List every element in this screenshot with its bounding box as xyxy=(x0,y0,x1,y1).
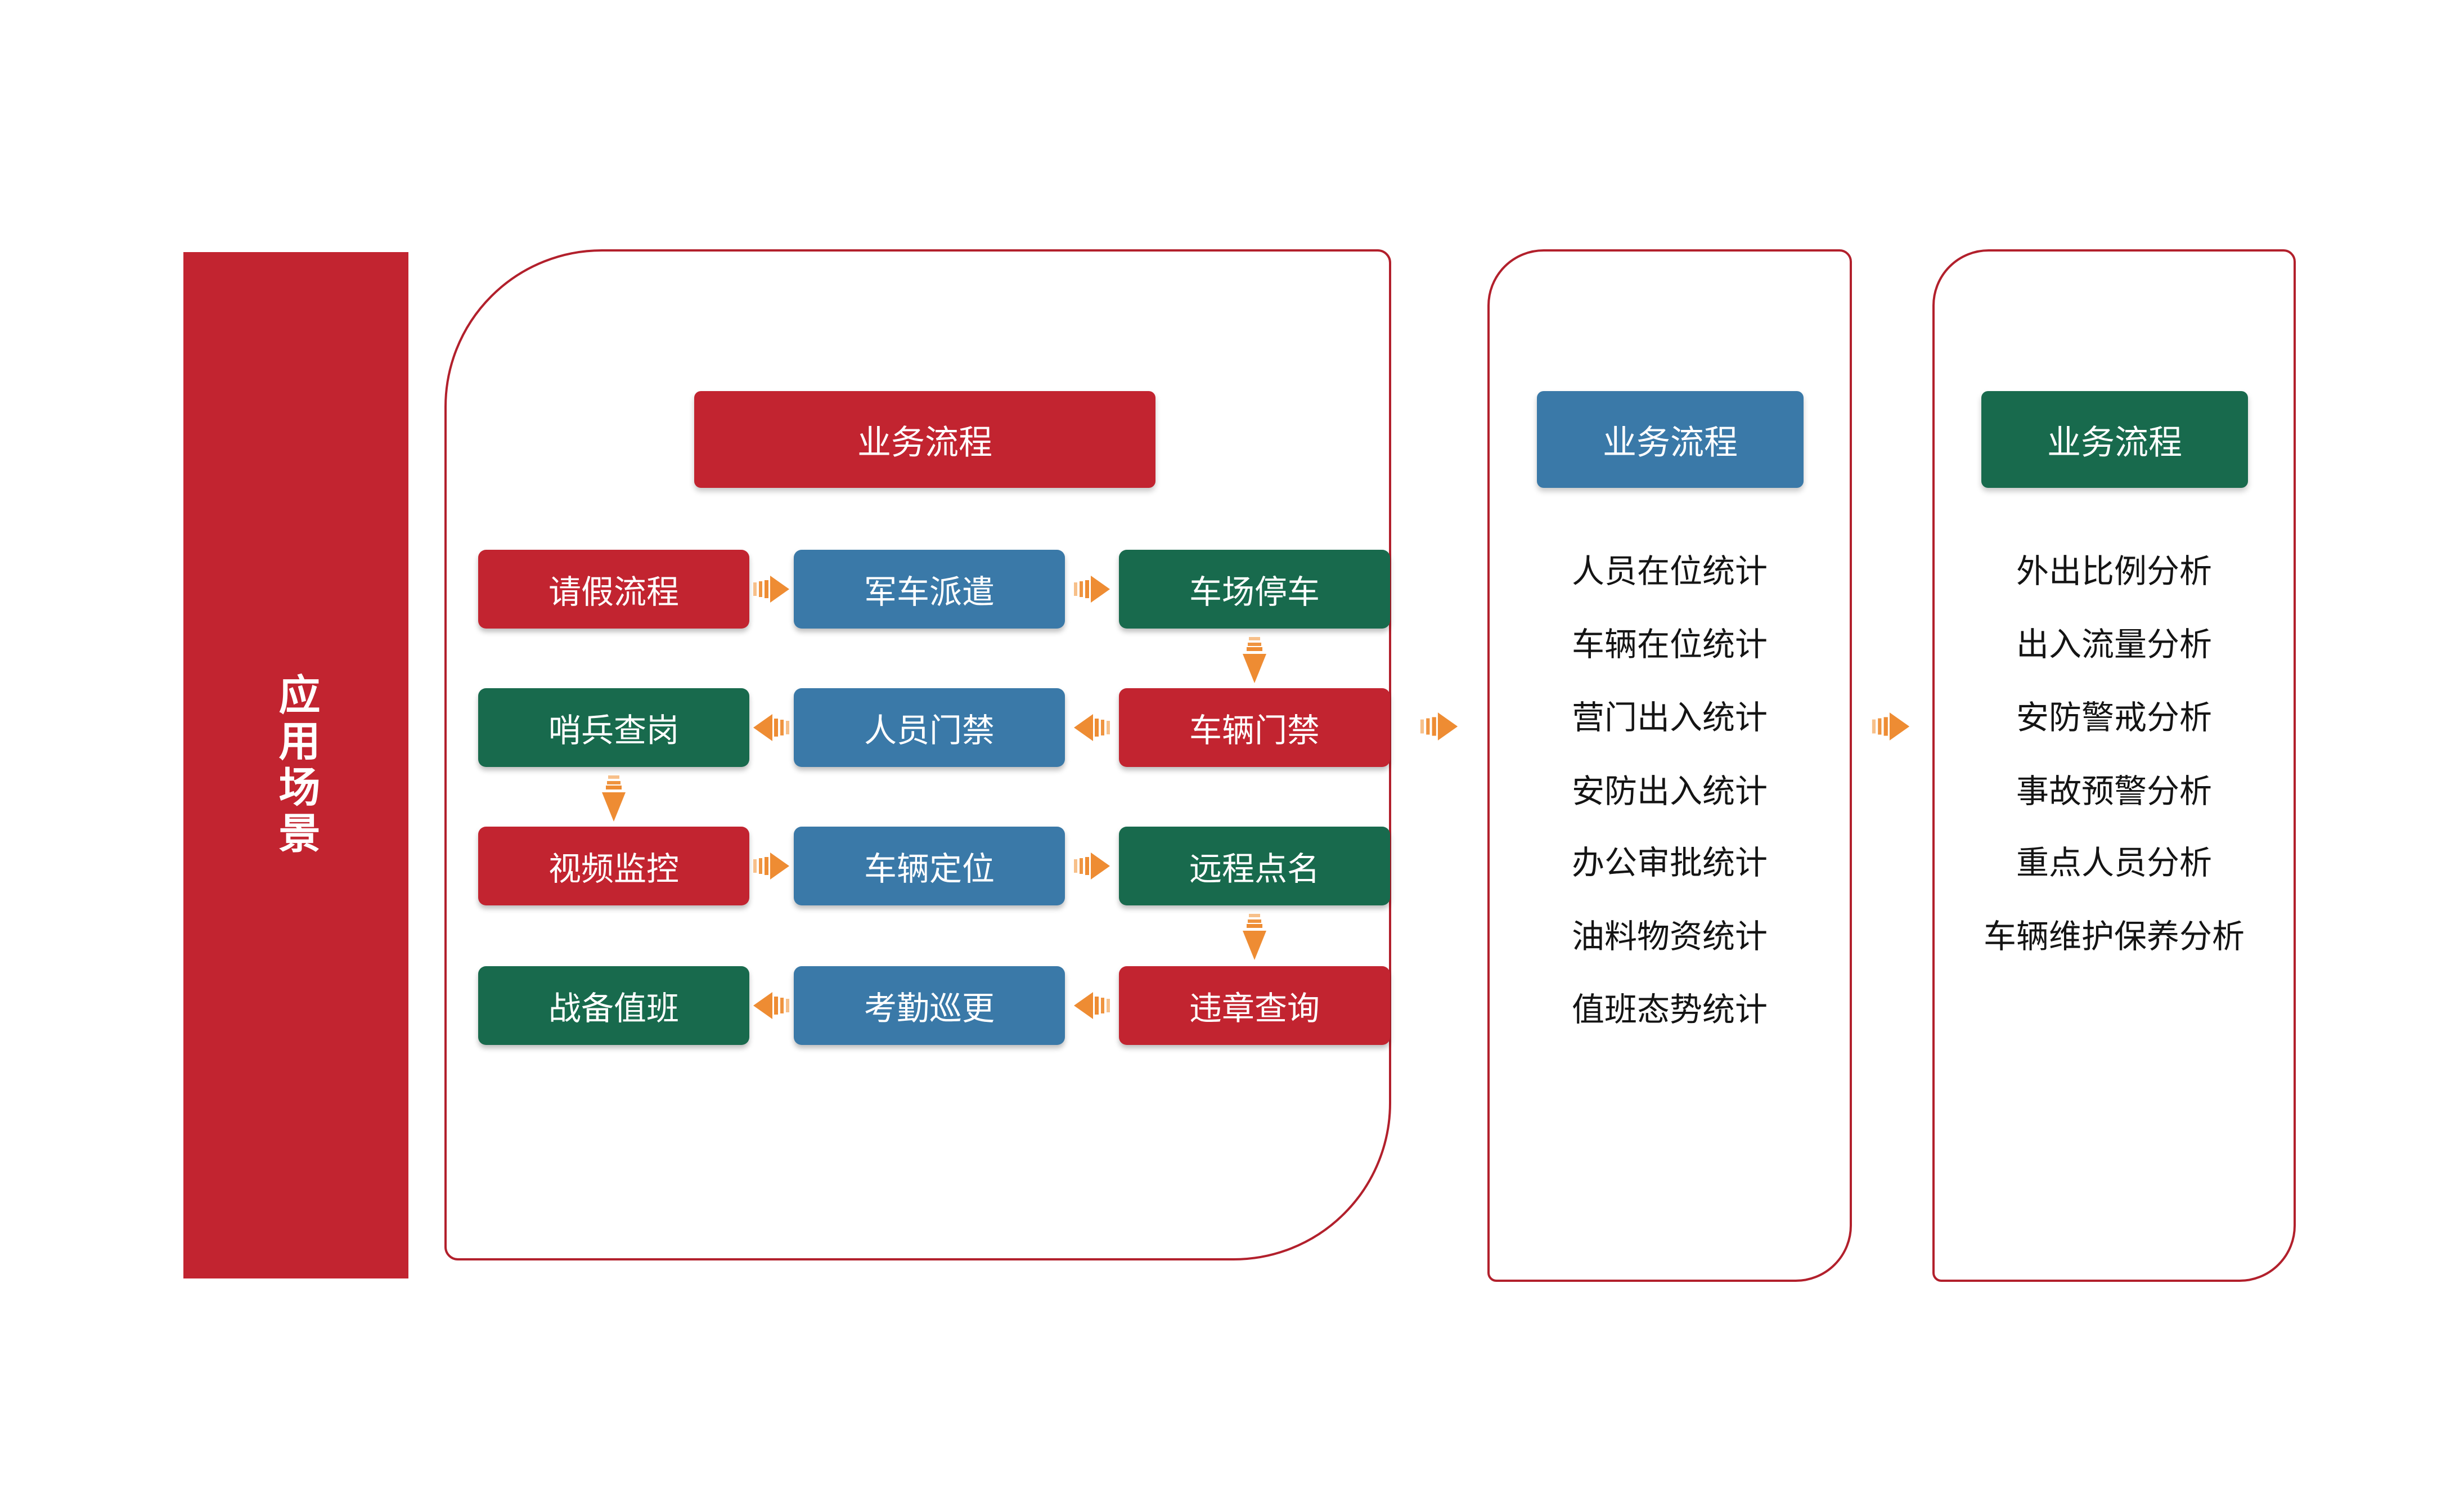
statistics-panel: 业务流程 人员在位统计 车辆在位统计 营门出入统计 安防出入统计 办公审批统计 … xyxy=(1487,249,1852,1282)
flow-box-sentry-check: 哨兵查岗 xyxy=(478,688,749,767)
flow-box-combat-duty: 战备值班 xyxy=(478,966,749,1045)
arrow-down-icon xyxy=(1241,913,1268,962)
analysis-panel-header: 业务流程 xyxy=(1981,391,2248,488)
list-item: 出入流量分析 xyxy=(2016,626,2212,663)
main-panel-header: 业务流程 xyxy=(694,391,1155,488)
flow-box-vehicle-locating: 车辆定位 xyxy=(794,827,1065,905)
business-flow-panel: 业务流程 请假流程 军车派遣 车场停车 哨兵查岗 人员门禁 车辆门禁 视频监控 … xyxy=(444,249,1391,1260)
arrow-left-icon xyxy=(753,712,789,743)
list-item: 办公审批统计 xyxy=(1571,845,1768,881)
list-item: 外出比例分析 xyxy=(2016,553,2212,590)
list-item: 重点人员分析 xyxy=(2016,845,2212,881)
list-item: 安防警戒分析 xyxy=(2016,699,2212,736)
list-item: 营门出入统计 xyxy=(1571,699,1768,736)
arrow-right-icon xyxy=(1074,573,1110,605)
flow-box-military-dispatch: 军车派遣 xyxy=(794,550,1065,629)
list-item: 安防出入统计 xyxy=(1571,773,1768,810)
statistics-panel-header: 业务流程 xyxy=(1537,391,1804,488)
arrow-down-icon xyxy=(600,775,627,823)
list-item: 人员在位统计 xyxy=(1571,553,1768,590)
flow-box-video-monitor: 视频监控 xyxy=(478,827,749,905)
arrow-down-icon xyxy=(1241,636,1268,685)
flow-box-remote-rollcall: 远程点名 xyxy=(1119,827,1390,905)
flow-box-leave-process: 请假流程 xyxy=(478,550,749,629)
arrow-right-icon xyxy=(753,573,789,605)
flow-box-parking: 车场停车 xyxy=(1119,550,1390,629)
panel-connector-arrow-icon xyxy=(1415,710,1463,743)
arrow-left-icon xyxy=(753,990,789,1021)
list-item: 油料物资统计 xyxy=(1571,918,1768,955)
flow-box-vehicle-access: 车辆门禁 xyxy=(1119,688,1390,767)
flow-box-violation-query: 违章查询 xyxy=(1119,966,1390,1045)
arrow-left-icon xyxy=(1074,990,1110,1021)
arrow-left-icon xyxy=(1074,712,1110,743)
sidebar-title: 应用场景 xyxy=(273,673,320,858)
list-item: 值班态势统计 xyxy=(1571,991,1768,1028)
list-item: 车辆维护保养分析 xyxy=(1983,918,2245,955)
flow-box-attendance-patrol: 考勤巡更 xyxy=(794,966,1065,1045)
application-scenarios-bar: 应用场景 xyxy=(183,252,408,1278)
analysis-panel: 业务流程 外出比例分析 出入流量分析 安防警戒分析 事故预警分析 重点人员分析 … xyxy=(1932,249,2296,1282)
arrow-right-icon xyxy=(753,850,789,882)
list-item: 事故预警分析 xyxy=(2016,773,2212,810)
list-item: 车辆在位统计 xyxy=(1571,626,1768,663)
flow-box-personnel-access: 人员门禁 xyxy=(794,688,1065,767)
arrow-right-icon xyxy=(1074,850,1110,882)
panel-connector-arrow-icon xyxy=(1867,710,1915,743)
